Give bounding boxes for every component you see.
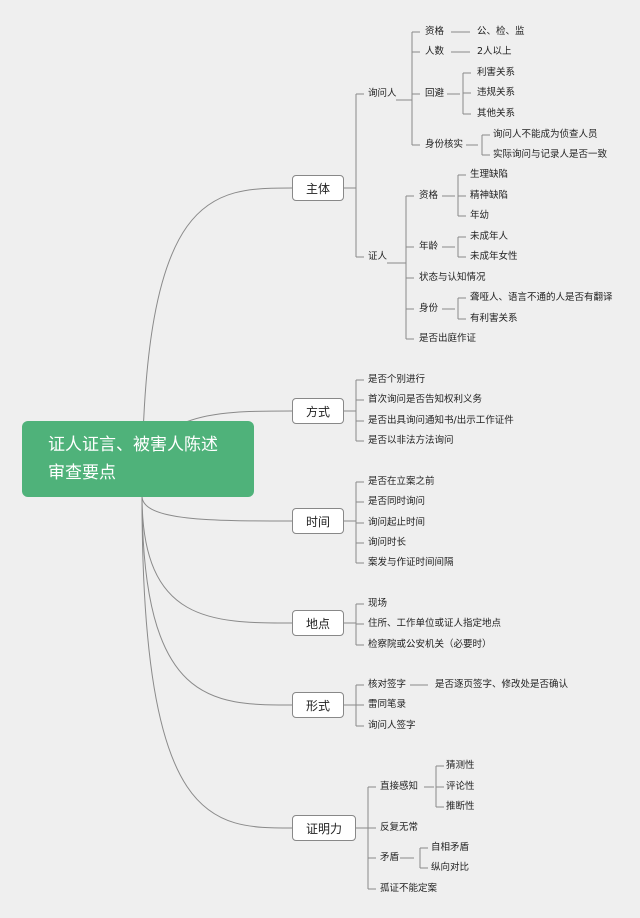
leaf-form-2[interactable]: 雷同笔录 bbox=[368, 699, 407, 710]
root-node[interactable]: 证人证言、被害人陈述 审查要点 bbox=[22, 421, 254, 497]
leaf-young-age[interactable]: 年幼 bbox=[470, 210, 490, 221]
leaf-method-4[interactable]: 是否以非法方法询问 bbox=[368, 435, 454, 446]
branch-time[interactable]: 时间 bbox=[292, 508, 344, 534]
leaf-self-contradiction[interactable]: 自相矛盾 bbox=[431, 842, 470, 853]
bracket-direct bbox=[435, 765, 444, 808]
branch-method[interactable]: 方式 bbox=[292, 398, 344, 424]
branch-subject[interactable]: 主体 bbox=[292, 175, 344, 201]
leaf-location-2[interactable]: 住所、工作单位或证人指定地点 bbox=[368, 618, 502, 629]
branch-probative-force-label: 证明力 bbox=[305, 822, 342, 836]
node-witness-identity[interactable]: 身份 bbox=[419, 303, 439, 314]
leaf-inferential[interactable]: 推断性 bbox=[446, 801, 475, 812]
bracket-probative bbox=[367, 786, 376, 890]
bracket-recusal bbox=[462, 72, 471, 115]
branch-form[interactable]: 形式 bbox=[292, 692, 344, 718]
leaf-minor[interactable]: 未成年人 bbox=[470, 231, 509, 242]
node-interrogator-count[interactable]: 人数 bbox=[425, 46, 445, 57]
branch-subject-label: 主体 bbox=[305, 182, 330, 196]
leaf-interested-party[interactable]: 有利害关系 bbox=[470, 313, 518, 324]
curve-probative bbox=[141, 495, 293, 829]
leaf-signature-check-value[interactable]: 是否逐页签字、修改处是否确认 bbox=[435, 679, 569, 690]
leaf-time-3[interactable]: 询问起止时间 bbox=[368, 517, 426, 528]
curve-time bbox=[141, 495, 293, 522]
leaf-recusal-2[interactable]: 违规关系 bbox=[477, 87, 516, 98]
leaf-interrogator-count-value[interactable]: 2人以上 bbox=[477, 46, 512, 57]
node-contradiction[interactable]: 矛盾 bbox=[380, 852, 400, 863]
node-interrogator-qualification[interactable]: 资格 bbox=[425, 26, 445, 37]
leaf-speculative[interactable]: 猜测性 bbox=[446, 760, 475, 771]
leaf-method-2[interactable]: 首次询问是否告知权利义务 bbox=[368, 394, 483, 405]
node-recusal[interactable]: 回避 bbox=[425, 88, 445, 99]
node-identity-check[interactable]: 身份核实 bbox=[425, 139, 464, 150]
leaf-location-3[interactable]: 检察院或公安机关（必要时） bbox=[368, 639, 492, 650]
leaf-commentary[interactable]: 评论性 bbox=[446, 781, 475, 792]
bracket-location bbox=[355, 603, 364, 646]
root-title-line2: 审查要点 bbox=[48, 463, 116, 483]
node-inconsistent[interactable]: 反复无常 bbox=[380, 822, 419, 833]
branch-probative-force[interactable]: 证明力 bbox=[292, 815, 356, 841]
bracket-interrogator bbox=[411, 31, 420, 146]
branch-method-label: 方式 bbox=[305, 405, 330, 419]
leaf-time-5[interactable]: 案发与作证时间间隔 bbox=[368, 557, 454, 568]
leaf-form-3[interactable]: 询问人签字 bbox=[368, 720, 416, 731]
leaf-interrogator-qualification-value[interactable]: 公、检、监 bbox=[477, 26, 525, 37]
leaf-longitudinal-comparison[interactable]: 纵向对比 bbox=[431, 862, 470, 873]
leaf-method-1[interactable]: 是否个别进行 bbox=[368, 374, 426, 385]
leaf-recusal-3[interactable]: 其他关系 bbox=[477, 108, 516, 119]
bracket-form bbox=[355, 684, 364, 727]
bracket-witness bbox=[405, 195, 414, 340]
leaf-time-1[interactable]: 是否在立案之前 bbox=[368, 476, 435, 487]
node-direct-perception[interactable]: 直接感知 bbox=[380, 781, 419, 792]
leaf-minor-female[interactable]: 未成年女性 bbox=[470, 251, 518, 262]
branch-location-label: 地点 bbox=[305, 617, 330, 631]
branch-location[interactable]: 地点 bbox=[292, 610, 344, 636]
node-interrogator[interactable]: 询问人 bbox=[368, 88, 397, 99]
bracket-witness-age bbox=[457, 236, 466, 258]
node-signature-check[interactable]: 核对签字 bbox=[368, 679, 407, 690]
leaf-identity-check-2[interactable]: 实际询问与记录人是否一致 bbox=[493, 149, 608, 160]
branch-form-label: 形式 bbox=[305, 699, 330, 713]
bracket-witness-identity bbox=[457, 297, 466, 320]
bracket-method bbox=[355, 379, 364, 442]
leaf-method-3[interactable]: 是否出具询问通知书/出示工作证件 bbox=[368, 415, 514, 426]
bracket-contradiction bbox=[419, 847, 428, 869]
leaf-time-2[interactable]: 是否同时询问 bbox=[368, 496, 426, 507]
curve-form bbox=[141, 495, 293, 706]
bracket-time bbox=[355, 481, 364, 564]
leaf-physical-defect[interactable]: 生理缺陷 bbox=[470, 169, 509, 180]
node-witness-qualification[interactable]: 资格 bbox=[419, 190, 439, 201]
curve-location bbox=[141, 495, 293, 624]
node-witness-age[interactable]: 年龄 bbox=[419, 241, 439, 252]
leaf-identity-check-1[interactable]: 询问人不能成为侦查人员 bbox=[493, 129, 598, 140]
curve-subject bbox=[141, 187, 293, 497]
bracket-identity bbox=[481, 134, 490, 156]
root-title-line1: 证人证言、被害人陈述 bbox=[48, 435, 218, 455]
leaf-recusal-1[interactable]: 利害关系 bbox=[477, 67, 516, 78]
leaf-time-4[interactable]: 询问时长 bbox=[368, 537, 407, 548]
node-witness-state[interactable]: 状态与认知情况 bbox=[419, 272, 486, 283]
node-single-evidence[interactable]: 孤证不能定案 bbox=[380, 883, 438, 894]
leaf-location-1[interactable]: 现场 bbox=[368, 598, 388, 609]
node-witness-testify[interactable]: 是否出庭作证 bbox=[419, 333, 477, 344]
branch-time-label: 时间 bbox=[305, 515, 330, 529]
leaf-translator[interactable]: 聋哑人、语言不通的人是否有翻译 bbox=[470, 292, 613, 303]
bracket-subject bbox=[355, 93, 364, 258]
bracket-witness-qual bbox=[457, 174, 466, 217]
node-witness[interactable]: 证人 bbox=[368, 251, 388, 262]
leaf-mental-defect[interactable]: 精神缺陷 bbox=[470, 190, 509, 201]
